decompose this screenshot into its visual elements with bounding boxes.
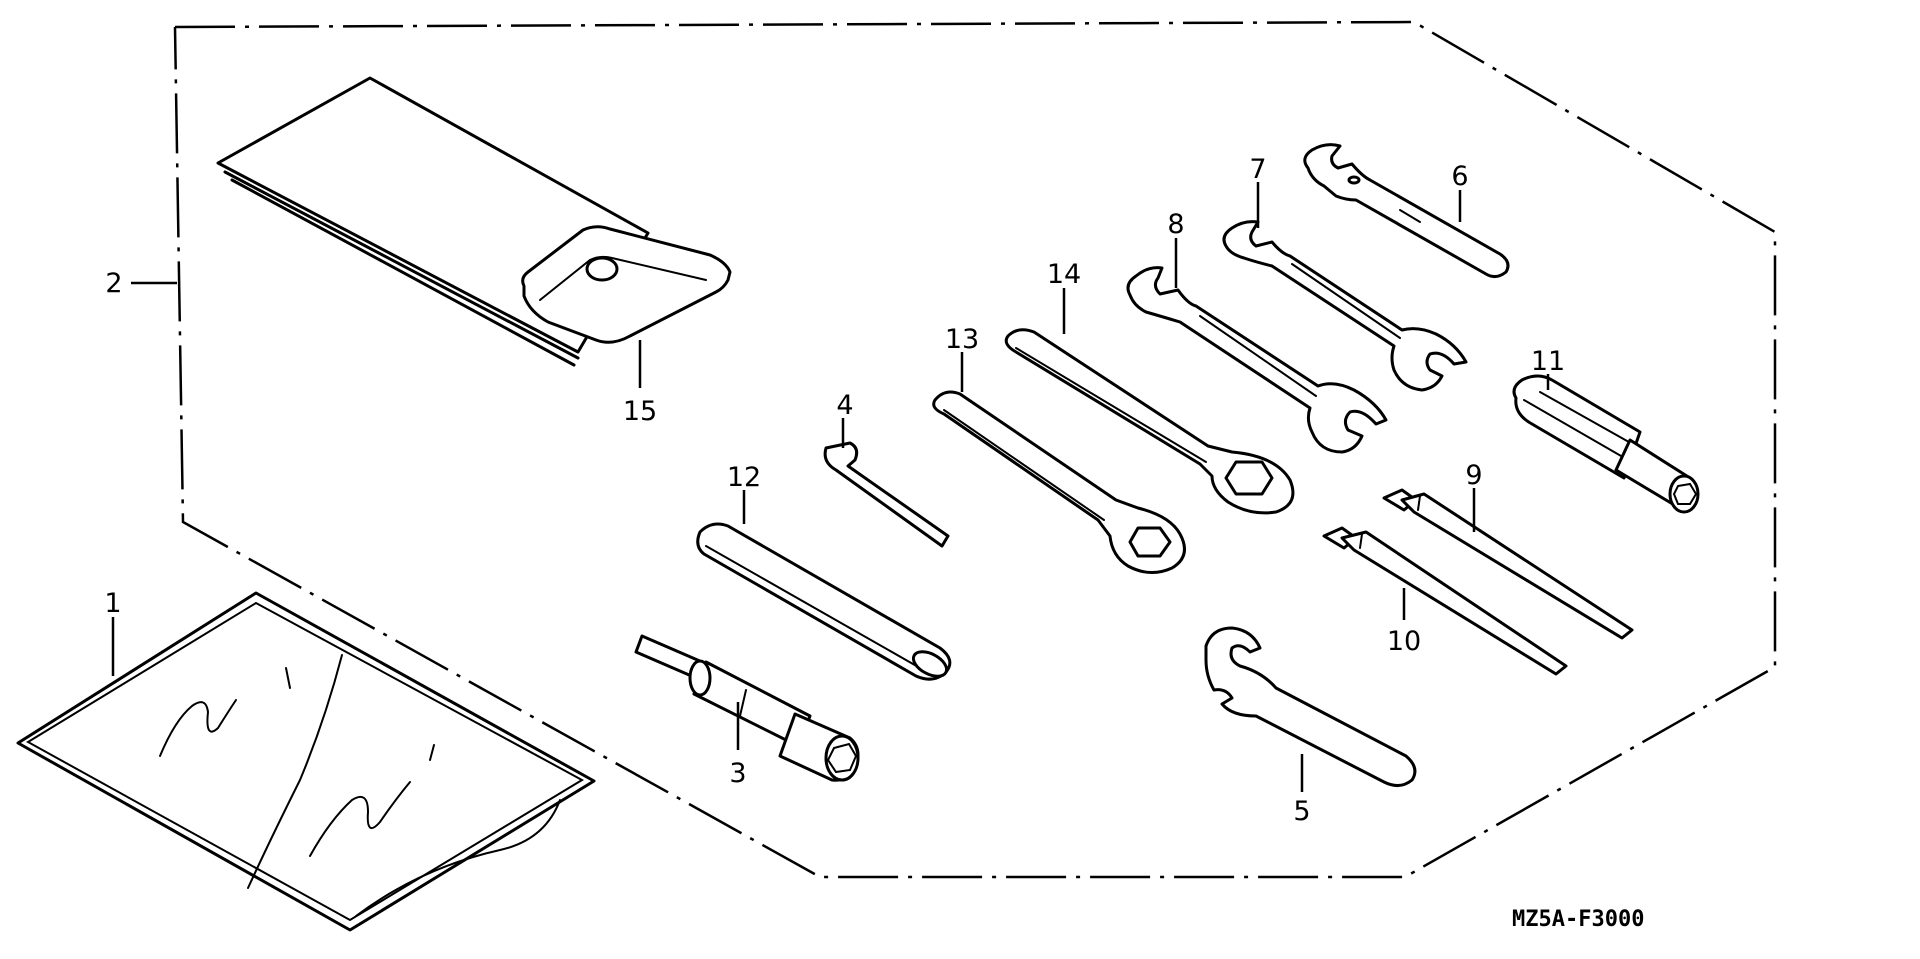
callout-13: 13 (945, 324, 979, 355)
tool-bag[interactable] (216, 76, 732, 367)
kit-boundary (173, 20, 1777, 879)
phillips-screwdriver[interactable] (1382, 488, 1634, 640)
callout-10: 10 (1387, 626, 1421, 657)
callout-9: 9 (1465, 460, 1482, 491)
plug-wrench[interactable] (634, 634, 860, 782)
flat-screwdriver[interactable] (1322, 526, 1568, 676)
pin-spanner[interactable] (1204, 626, 1417, 787)
callout-4: 4 (836, 390, 853, 421)
socket-driver[interactable] (1512, 374, 1700, 514)
diagram-code: MZ5A-F3000 (1512, 907, 1644, 932)
ring-wrench-17mm[interactable] (1004, 328, 1295, 515)
callout-1: 1 (104, 588, 121, 619)
bag-snap-button[interactable] (585, 256, 619, 282)
owners-manual-sleeve[interactable] (16, 591, 596, 932)
callout-5: 5 (1293, 796, 1310, 827)
callout-8: 8 (1167, 209, 1184, 240)
callout-15: 15 (623, 396, 657, 427)
tool-handle-bar[interactable] (696, 522, 952, 681)
callout-6: 6 (1451, 161, 1468, 192)
callout-14: 14 (1047, 259, 1081, 290)
hex-key[interactable] (823, 441, 950, 548)
callout-7: 7 (1249, 154, 1266, 185)
callout-2: 2 (105, 268, 122, 299)
open-end-wrench-10x12[interactable] (1222, 220, 1468, 392)
open-end-wrench-8mm[interactable] (1303, 143, 1510, 279)
open-end-wrench-14x17[interactable] (1126, 266, 1388, 454)
callout-12: 12 (727, 462, 761, 493)
callout-3: 3 (729, 758, 746, 789)
ring-wrench-12mm[interactable] (932, 390, 1186, 574)
callout-11: 11 (1531, 346, 1565, 377)
